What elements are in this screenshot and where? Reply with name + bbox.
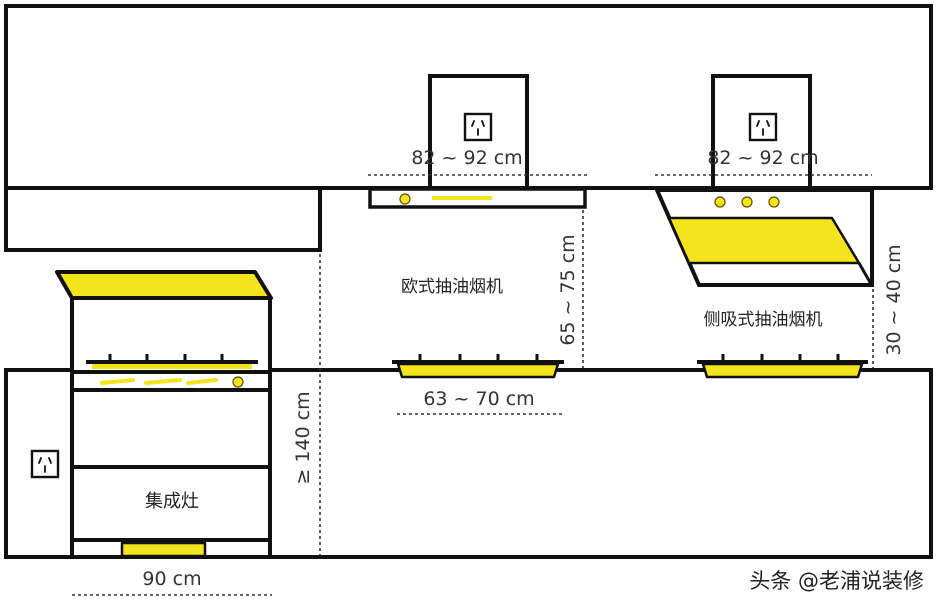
euro-hood-chimney: [428, 74, 529, 190]
integrated-stove-name: 集成灶: [145, 491, 199, 512]
euro-cooktop-width-label: 63 ~ 70 cm: [423, 388, 534, 410]
integrated-stove-cabinet: [70, 296, 272, 559]
upper-left-short-cabinet: [4, 186, 322, 252]
integrated-stove-cooktop-strip: [92, 364, 252, 369]
euro-hood-light: [399, 193, 411, 205]
outlet-slots: [756, 120, 770, 136]
euro-hood-width-label: 82 ~ 92 cm: [411, 147, 522, 169]
side-hood-height-label: 30 ~ 40 cm: [883, 244, 905, 355]
side-hood-light-2: [741, 196, 753, 208]
side-hood-panel-edge: [857, 262, 873, 285]
side-hood-name: 侧吸式抽油烟机: [704, 310, 823, 330]
euro-hood-light-bar: [432, 196, 492, 200]
upper-wall-cabinet: [4, 4, 933, 190]
integrated-stove-burner-knobs: [108, 354, 224, 362]
integrated-stove-indicator: [232, 376, 244, 388]
integrated-stove-control-stripes: [100, 378, 218, 385]
euro-hood-height-label: 65 ~ 75 cm: [557, 234, 579, 345]
integrated-stove-width-label: 90 cm: [142, 568, 201, 590]
cooktop-burner-knobs: [721, 354, 840, 362]
cooktop-burner-knobs: [418, 354, 539, 362]
euro-range-hood: 82 ~ 92 cm 65 ~ 75 cm 欧式抽油烟机: [368, 74, 587, 368]
euro-hood-name: 欧式抽油烟机: [401, 277, 503, 297]
side-cooktop: [697, 354, 868, 379]
cooktop-plate: [701, 362, 864, 379]
integrated-stove-top-vent: [55, 270, 273, 300]
side-suction-range-hood: 82 ~ 92 cm 30 ~ 40 cm 侧吸式抽油烟机: [653, 74, 905, 368]
outlet-frame: [748, 112, 778, 142]
side-hood-width-label: 82 ~ 92 cm: [707, 147, 818, 169]
integrated-stove-height-label: ≥ 140 cm: [292, 391, 314, 484]
side-hood-light-3: [768, 196, 780, 208]
side-hood-light-1: [714, 196, 726, 208]
side-hood-suction-panel: [667, 216, 861, 265]
integrated-stove-base-panel: [120, 541, 207, 558]
outlet-frame: [30, 449, 60, 479]
outlet-slots: [471, 120, 485, 136]
integrated-stove: 集成灶: [55, 270, 273, 559]
power-outlet-icon: [30, 449, 60, 479]
power-outlet-icon: [463, 112, 493, 142]
watermark: 头条 @老浦说装修: [749, 569, 924, 593]
power-outlet-icon: [748, 112, 778, 142]
euro-cooktop: [392, 354, 564, 379]
outlet-slots: [38, 457, 52, 473]
side-hood-chimney: [711, 74, 812, 190]
outlet-frame: [463, 112, 493, 142]
cooktop-plate: [396, 362, 560, 379]
